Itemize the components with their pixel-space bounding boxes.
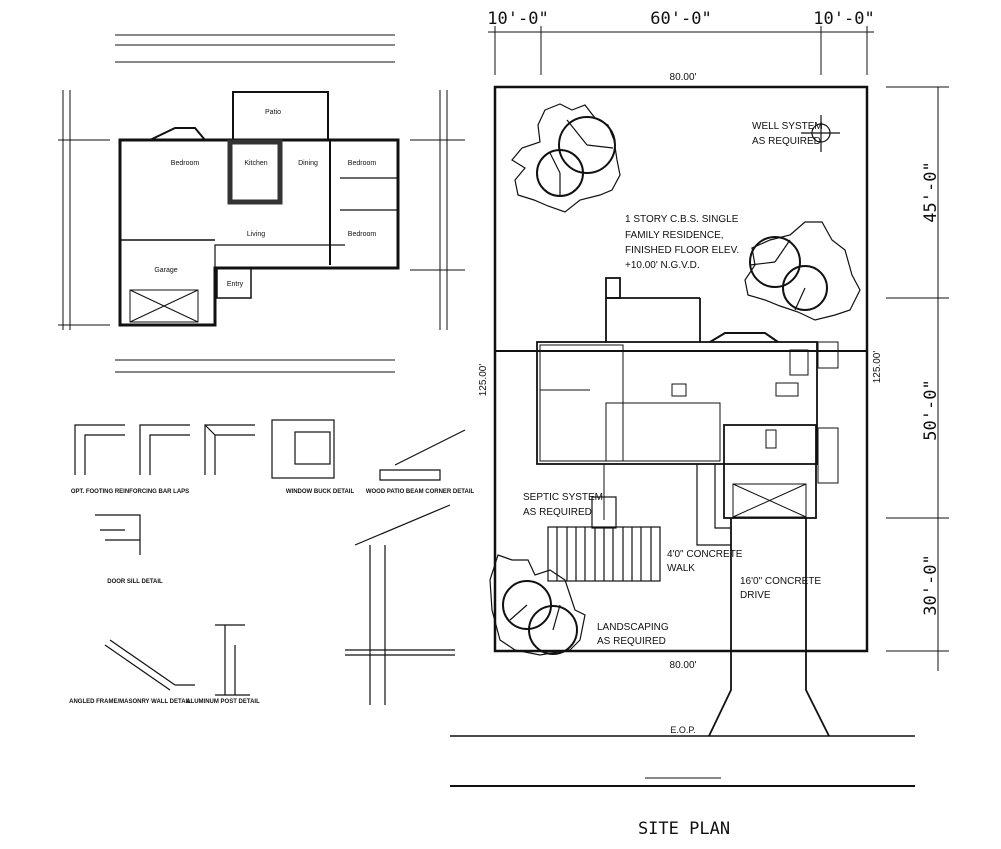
dim-left-setback: 10'-0": [487, 9, 548, 29]
site-plan-title: SITE PLAN: [638, 819, 730, 839]
caption-aluminum-post: ALUMINUM POST DETAIL: [186, 699, 260, 705]
concrete-walk: [696, 464, 731, 546]
room-label-bedroom-3: Bedroom: [348, 231, 377, 238]
room-labels: Patio Kitchen Dining Bedroom Bedroom Bed…: [154, 109, 376, 288]
house-footprint: [536, 277, 839, 519]
concrete-drive-left: [708, 518, 732, 737]
landscaping-note: LANDSCAPING AS REQUIRED: [597, 622, 671, 647]
room-label-bedroom-1: Bedroom: [171, 160, 200, 167]
lot-width-bottom: 80.00': [670, 660, 697, 671]
septic-note: SEPTIC SYSTEM AS REQUIRED: [523, 492, 606, 518]
dim-rear-setback: 30'-0": [921, 554, 941, 615]
room-label-entry: Entry: [227, 281, 244, 288]
floor-plan: Patio Kitchen Dining Bedroom Bedroom Bed…: [58, 34, 465, 373]
lot-depth-right: 125.00': [872, 351, 883, 384]
well-symbol: [801, 115, 840, 152]
room-label-patio: Patio: [265, 109, 281, 116]
room-label-kitchen: Kitchen: [244, 160, 267, 167]
lot-depth-left: 125.00': [478, 364, 489, 397]
construction-details: [74, 419, 466, 705]
tree-cluster-top-left: [511, 103, 621, 213]
floor-plan-walls: [118, 91, 400, 327]
dim-right-setback: 10'-0": [813, 9, 874, 29]
tree-cluster-mid-right: [744, 221, 861, 321]
caption-door-sill: DOOR SILL DETAIL: [107, 579, 163, 585]
room-label-living: Living: [247, 231, 265, 238]
walk-note: 4'0" CONCRETE WALK: [667, 549, 745, 574]
caption-footing-laps: OPT. FOOTING REINFORCING BAR LAPS: [71, 489, 189, 495]
dim-front-setback: 45'-0": [921, 161, 941, 222]
detail-captions: OPT. FOOTING REINFORCING BAR LAPS WINDOW…: [69, 489, 474, 705]
room-label-dining: Dining: [298, 160, 318, 167]
caption-patio-beam: WOOD PATIO BEAM CORNER DETAIL: [366, 489, 475, 495]
concrete-drive-right: [805, 518, 830, 737]
room-label-garage: Garage: [154, 267, 177, 274]
caption-window-buck: WINDOW BUCK DETAIL: [286, 489, 355, 495]
lot-boundary: [493, 85, 869, 653]
drive-note: 16'0" CONCRETE DRIVE: [740, 576, 824, 601]
top-dimension-line: [488, 26, 874, 75]
floor-plan-dimensions: [58, 34, 465, 373]
eop-label: E.O.P.: [670, 725, 695, 735]
concrete-walk-edge: [714, 464, 731, 529]
dim-house-width: 60'-0": [650, 9, 711, 29]
well-note: WELL SYSTEM AS REQUIRED: [752, 121, 826, 147]
right-dimension-line: [886, 86, 949, 671]
caption-angled-frame: ANGLED FRAME/MASONRY WALL DETAIL: [69, 699, 191, 705]
site-plan: 10'-0" 60'-0" 10'-0" 45'-0" 50'-0" 30'-0…: [450, 9, 949, 839]
tree-cluster-bottom-left: [489, 554, 586, 656]
lot-width-top: 80.00': [670, 72, 697, 83]
residence-note: 1 STORY C.B.S. SINGLE FAMILY RESIDENCE, …: [625, 214, 742, 271]
room-label-bedroom-2: Bedroom: [348, 160, 377, 167]
drain-field: [547, 526, 661, 582]
dim-house-depth: 50'-0": [921, 379, 941, 440]
